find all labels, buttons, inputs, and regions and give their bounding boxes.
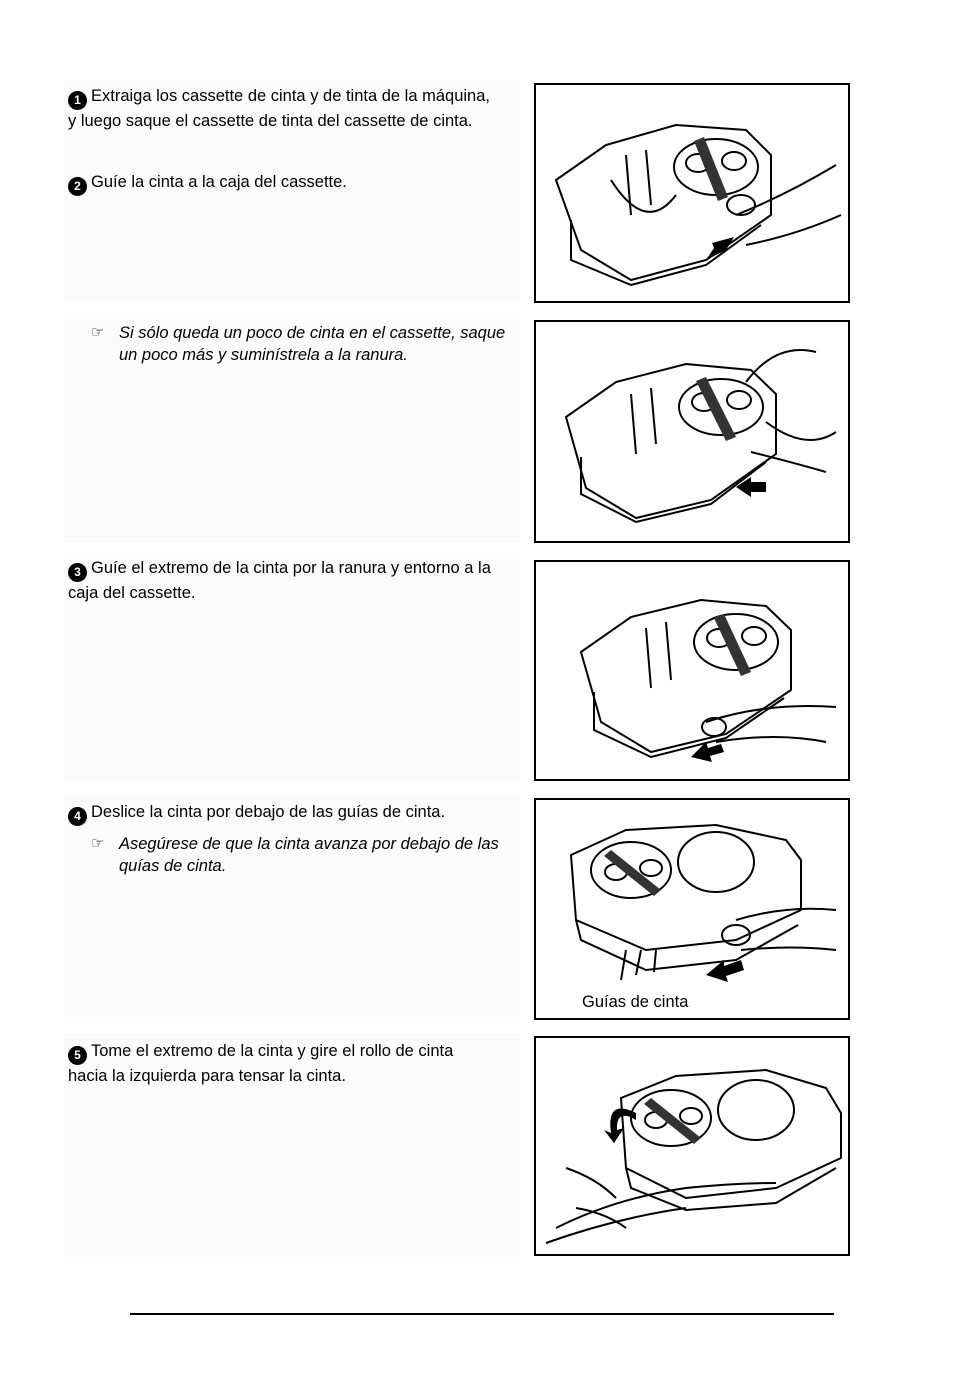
step-4-text: Deslice la cinta por debajo de las guías… — [91, 803, 446, 821]
step-number-icon: 4 — [68, 807, 87, 826]
step-1-text: Extraiga los cassette de cinta y de tint… — [68, 87, 490, 130]
pointing-hand-icon: ☞ — [91, 835, 105, 852]
step-5-text: Tome el extremo de la cinta y gire el ro… — [68, 1042, 454, 1085]
tape-cassette-illustration — [579, 598, 837, 762]
step-number-icon: 5 — [68, 1046, 87, 1065]
footer-rule — [130, 1313, 834, 1315]
tape-cassette-illustration — [554, 123, 842, 287]
section-3-background — [64, 556, 520, 781]
illustration-step-5 — [534, 1036, 850, 1256]
illustration-step-3 — [534, 560, 850, 781]
note-2: ☞ Asegúrese de que la cinta avanza por d… — [91, 833, 514, 877]
tape-cassette-illustration — [545, 1068, 842, 1244]
section-2-background — [64, 318, 520, 543]
step-number-icon: 1 — [68, 91, 87, 110]
illustration-note-1 — [534, 320, 850, 543]
illustration-step-1 — [534, 83, 850, 303]
step-number-icon: 3 — [68, 563, 87, 582]
section-4-background — [64, 795, 520, 1020]
illustration-step-4: Guías de cinta — [534, 798, 850, 1020]
tape-guides-caption: Guías de cinta — [582, 993, 689, 1011]
step-2-text: Guíe la cinta a la caja del cassette. — [91, 173, 347, 191]
section-5-background — [64, 1033, 520, 1258]
tape-cassette-illustration — [564, 349, 837, 524]
note-2-text: Asegúrese de que la cinta avanza por deb… — [119, 835, 499, 875]
tape-cassette-illustration — [569, 823, 837, 982]
section-1-background — [64, 80, 520, 302]
pointing-hand-icon: ☞ — [91, 324, 105, 341]
note-1: ☞ Si sólo queda un poco de cinta en el c… — [91, 322, 514, 366]
note-1-text: Si sólo queda un poco de cinta en el cas… — [119, 324, 506, 364]
step-3-text: Guíe el extremo de la cinta por la ranur… — [68, 559, 491, 602]
step-number-icon: 2 — [68, 177, 87, 196]
